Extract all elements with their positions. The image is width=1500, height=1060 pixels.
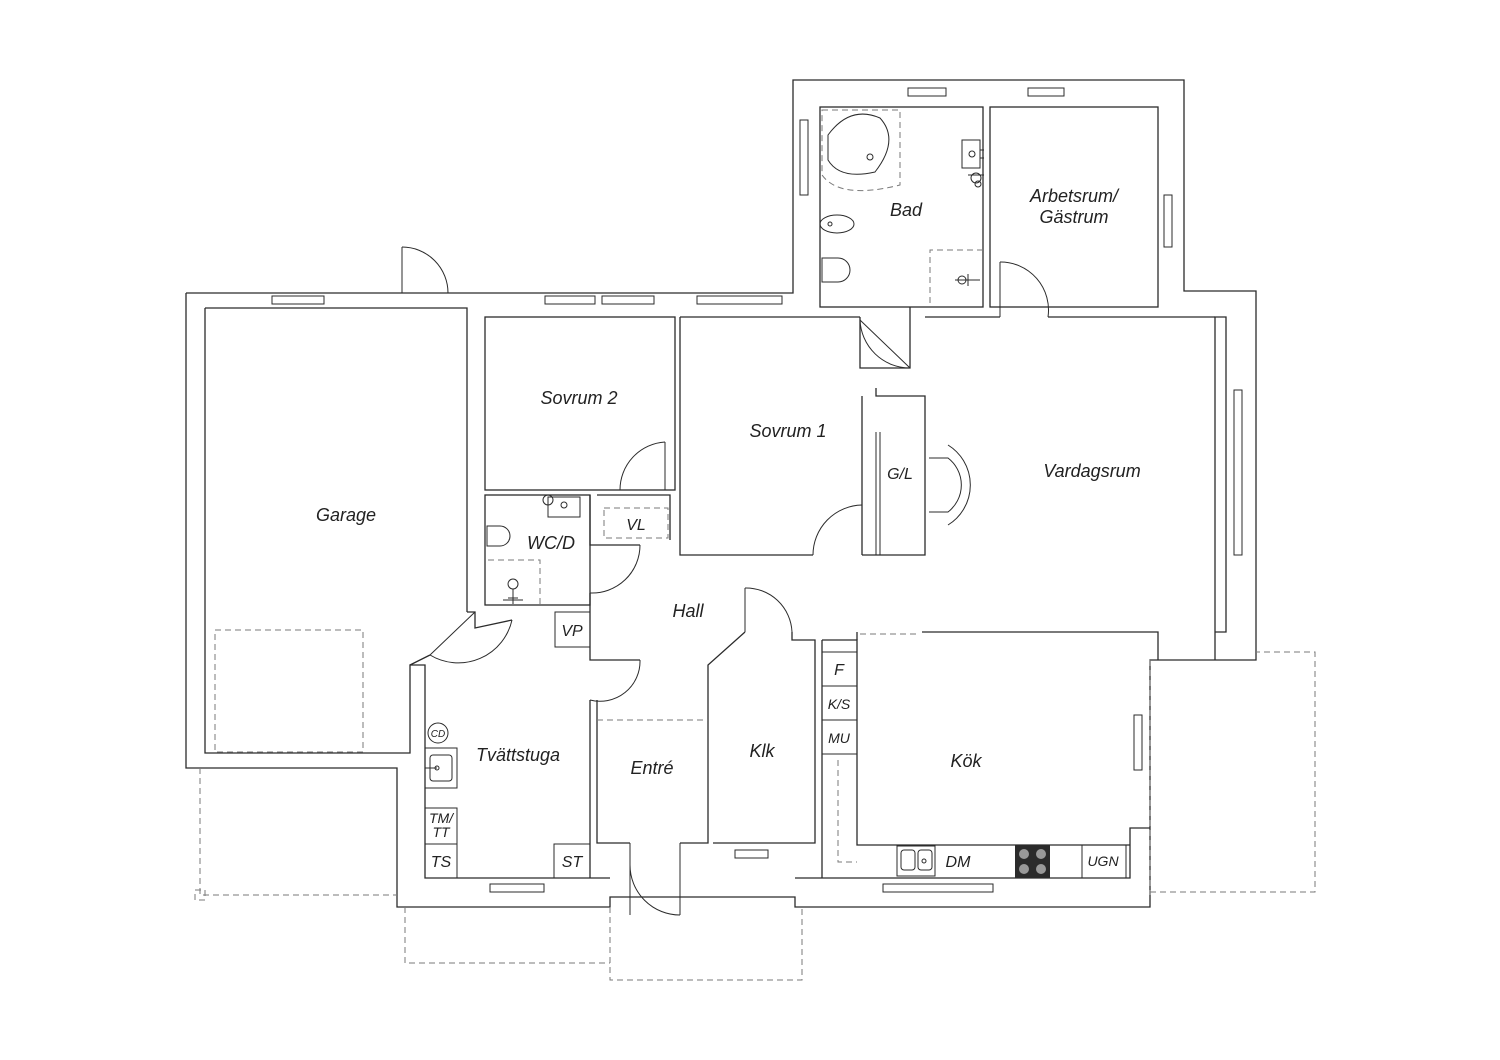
vl-box <box>603 507 669 539</box>
washbasin-icon <box>961 139 984 169</box>
window <box>544 295 596 305</box>
fixture-label-ks: K/S <box>828 696 851 712</box>
window <box>696 295 783 305</box>
shower-icon <box>503 578 523 604</box>
fixture-label-mu: MU <box>828 730 851 746</box>
laundry-sink-icon <box>424 747 458 789</box>
garage-car-outline <box>214 629 364 753</box>
fixture-label-f: F <box>834 662 845 679</box>
window <box>1233 389 1243 556</box>
room-label-bad: Bad <box>890 200 923 220</box>
window <box>734 849 769 859</box>
shower-icon <box>955 274 980 286</box>
kitchen-sink-icon <box>896 845 936 877</box>
room-label-tvattstuga: Tvättstuga <box>476 745 560 765</box>
dashed-outlines <box>194 249 1316 981</box>
fixture-label-ugn: UGN <box>1087 853 1119 869</box>
fixture-label-cd: CD <box>431 729 445 740</box>
fixture-label-tt: TT <box>432 824 451 840</box>
fixture-label-gl: G/L <box>887 466 913 483</box>
fixture-label-tm: TM/ <box>429 810 455 826</box>
room-label-sovrum2: Sovrum 2 <box>540 388 617 408</box>
room-label-kok: Kök <box>950 751 982 771</box>
washbasin-icon <box>542 494 581 518</box>
room-labels: Garage Sovrum 2 Sovrum 1 Bad Arbetsrum/ … <box>316 186 1141 778</box>
room-label-arbetsrum: Arbetsrum/ <box>1029 186 1120 206</box>
room-label-vardagsrum: Vardagsrum <box>1043 461 1140 481</box>
fixture-labels: VL G/L VP CD TM/ TT TS ST F K/S MU DM UG… <box>429 466 1119 871</box>
dryer-icon <box>427 722 449 744</box>
interior-walls <box>409 106 1215 878</box>
toilet-icon <box>486 525 511 547</box>
bathtub-icon <box>821 109 901 192</box>
window <box>489 883 545 893</box>
doors <box>401 246 1049 916</box>
room-label-gastrum: Gästrum <box>1039 207 1108 227</box>
room-label-wc: WC/D <box>527 533 575 553</box>
cooktop-icon <box>1015 845 1050 878</box>
fixtures <box>424 109 1127 879</box>
room-label-hall: Hall <box>672 601 704 621</box>
toilet-icon <box>821 257 851 283</box>
window <box>601 295 655 305</box>
fixture-label-ts: TS <box>431 854 452 871</box>
fixture-label-vp: VP <box>561 623 583 640</box>
room-label-klk: Klk <box>749 741 775 761</box>
fixture-label-dm: DM <box>946 854 972 871</box>
corner-marker <box>194 889 206 901</box>
window <box>271 295 325 305</box>
faucet-icon <box>968 172 984 188</box>
fixture-label-st: ST <box>562 854 584 871</box>
fixture-label-vl: VL <box>626 517 646 534</box>
room-label-entre: Entré <box>630 758 673 778</box>
window <box>1027 87 1065 97</box>
room-label-garage: Garage <box>316 505 376 525</box>
window <box>1133 714 1143 771</box>
room-label-sovrum1: Sovrum 1 <box>749 421 826 441</box>
windows <box>271 87 1243 893</box>
window <box>907 87 947 97</box>
bidet-icon <box>819 214 855 234</box>
window <box>799 119 809 196</box>
window <box>882 883 994 893</box>
window <box>1163 194 1173 248</box>
